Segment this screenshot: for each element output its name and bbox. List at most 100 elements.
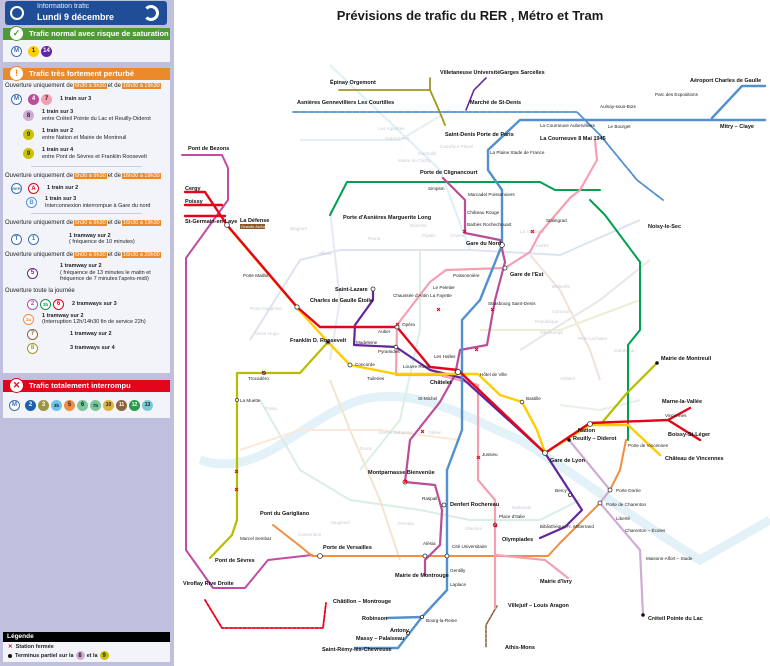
svg-text:Nationale: Nationale xyxy=(512,505,532,510)
legend: Légende ✕Station fermée Terminus partiel… xyxy=(3,632,170,662)
svg-text:Simplon: Simplon xyxy=(428,186,445,191)
svg-text:Franklin D. Roosevelt: Franklin D. Roosevelt xyxy=(290,338,346,344)
svg-text:Jaurès: Jaurès xyxy=(535,243,549,248)
svg-text:Poissy: Poissy xyxy=(185,199,204,205)
svg-text:Gare de Lyon: Gare de Lyon xyxy=(550,458,586,464)
tram-network-icon: T xyxy=(11,233,22,245)
grande-arche-badge xyxy=(240,224,265,229)
svg-text:Asnières Gennevilliers Les Cou: Asnières Gennevilliers Les Courtilles xyxy=(297,100,394,106)
svg-text:Porte de Charenton: Porte de Charenton xyxy=(606,502,647,507)
normal-traffic-section: ✓Trafic normal avec risque de saturation… xyxy=(3,26,170,62)
cross-icon: ✕ xyxy=(9,378,24,393)
svg-text:Antony: Antony xyxy=(390,628,410,634)
svg-text:Rome: Rome xyxy=(368,236,381,241)
warning-icon: ! xyxy=(9,66,24,81)
svg-text:Chaussée d'Antin La Fayette: Chaussée d'Antin La Fayette xyxy=(393,293,452,298)
svg-text:Carrefour Pleyel: Carrefour Pleyel xyxy=(440,144,473,149)
power-icon xyxy=(10,6,24,20)
interrupted-traffic-section: ✕Trafic totalement interrompu M 2 3 3b 5… xyxy=(3,378,170,418)
svg-text:Villejuif – Louis Aragon: Villejuif – Louis Aragon xyxy=(508,603,569,609)
svg-text:Garges Sarcelles: Garges Sarcelles xyxy=(500,70,545,76)
svg-text:Olympiades: Olympiades xyxy=(502,537,533,543)
svg-text:Trocadéro: Trocadéro xyxy=(248,376,269,381)
line-badge-14: 14 xyxy=(41,45,52,57)
svg-text:Châtelet: Châtelet xyxy=(430,380,452,386)
svg-text:Marne-la-Vallée: Marne-la-Vallée xyxy=(662,399,702,405)
svg-text:Odéon: Odéon xyxy=(428,430,442,435)
svg-text:Pont de Sèvres: Pont de Sèvres xyxy=(215,558,255,564)
svg-text:Nation: Nation xyxy=(578,428,596,434)
tram-row-8: 8 3 tramways sur 4 xyxy=(3,341,170,355)
svg-text:Passy: Passy xyxy=(265,406,278,411)
svg-text:Bourg-la-Reine: Bourg-la-Reine xyxy=(426,618,457,623)
svg-text:Porte d'Asnières Marguerite Lo: Porte d'Asnières Marguerite Long xyxy=(343,215,431,221)
tram-badge-3a: 3a xyxy=(23,313,34,325)
svg-text:Mairie de Montrouge: Mairie de Montrouge xyxy=(395,573,449,579)
svg-text:Bastille: Bastille xyxy=(526,396,541,401)
svg-text:Voltaire: Voltaire xyxy=(560,376,576,381)
seine-river xyxy=(198,391,770,566)
svg-text:Vincennes: Vincennes xyxy=(665,413,687,418)
metro-14-line xyxy=(352,287,584,540)
svg-text:Reuilly – Diderot: Reuilly – Diderot xyxy=(573,436,617,442)
svg-text:Madeleine: Madeleine xyxy=(356,340,378,345)
svg-text:Glacière: Glacière xyxy=(465,526,483,531)
line-badge-11: 11 xyxy=(116,399,127,411)
svg-text:La Muette: La Muette xyxy=(240,398,261,403)
svg-text:Sèvres Babylone: Sèvres Babylone xyxy=(378,430,413,435)
metro-row-4-7: M 4 7 1 train sur 3 xyxy=(3,92,170,106)
svg-text:Place d'Italie: Place d'Italie xyxy=(499,514,525,519)
metro-9-line xyxy=(208,340,659,560)
closed-station-icons xyxy=(234,229,535,528)
line-badge-3: 3 xyxy=(38,399,49,411)
tram-row-7: 7 1 tramway sur 2 xyxy=(3,327,170,341)
svg-text:Saint-Lazare: Saint-Lazare xyxy=(335,287,368,293)
svg-text:Auber: Auber xyxy=(378,329,391,334)
all-day-label: Ouverture toute la journée xyxy=(5,288,75,294)
station-labels: Épinay Orgemont Villetaneuse Université … xyxy=(183,70,761,653)
svg-text:Hôtel de Ville: Hôtel de Ville xyxy=(480,372,507,377)
line-badge-9: 9 xyxy=(99,651,109,660)
svg-text:Vaugirard: Vaugirard xyxy=(330,520,350,525)
tram-row-1: T 1 1 tramway sur 2( fréquence de 10 min… xyxy=(3,229,170,249)
svg-text:Garibaldi: Garibaldi xyxy=(418,151,436,156)
legend-title: Légende xyxy=(3,632,170,642)
svg-text:Bibliothèque Fr. Mitterrand: Bibliothèque Fr. Mitterrand xyxy=(540,524,594,529)
tram-row-3a: 3a 1 tramway sur 2(Interruption 12h/14h3… xyxy=(3,311,170,327)
svg-text:Mairie de Clichy: Mairie de Clichy xyxy=(398,158,431,163)
svg-text:Père Lachaise: Père Lachaise xyxy=(578,336,608,341)
station-markers xyxy=(224,222,613,636)
svg-text:Gambetta: Gambetta xyxy=(614,348,635,353)
svg-text:Porte de Clignancourt: Porte de Clignancourt xyxy=(420,170,478,176)
perturbed-traffic-section: !Trafic très fortement perturbé Ouvertur… xyxy=(3,66,170,373)
tram-t3a-line xyxy=(272,439,627,557)
header-subtitle: Information trafic xyxy=(37,3,90,10)
svg-text:Porte Maillot: Porte Maillot xyxy=(243,273,269,278)
svg-text:La Courneuve Aubervilliers: La Courneuve Aubervilliers xyxy=(540,123,596,128)
partial-terminus-markers xyxy=(326,340,659,617)
divider xyxy=(31,166,142,167)
svg-text:Mairie d'Ivry: Mairie d'Ivry xyxy=(540,579,573,585)
line-badge-9: 9 xyxy=(23,129,34,140)
svg-text:Créteil Pointe du Lac: Créteil Pointe du Lac xyxy=(648,616,703,622)
rer-badge-a: A xyxy=(28,183,39,194)
svg-text:Aéroport Charles de Gaulle: Aéroport Charles de Gaulle xyxy=(690,78,761,84)
faded-lines xyxy=(239,64,651,561)
svg-text:Jussieu: Jussieu xyxy=(482,452,498,457)
svg-text:Les Agnettes: Les Agnettes xyxy=(378,126,405,131)
tram-badge-5: 5 xyxy=(27,267,38,279)
svg-text:Charles de Gaulle Étoile: Charles de Gaulle Étoile xyxy=(310,296,373,304)
svg-text:Victor Hugo: Victor Hugo xyxy=(255,331,279,336)
svg-text:Tuileries: Tuileries xyxy=(367,376,385,381)
tram-t1-line xyxy=(292,111,664,201)
svg-text:Pyramides: Pyramides xyxy=(378,349,400,354)
svg-text:Marcel Sembat: Marcel Sembat xyxy=(240,536,272,541)
svg-text:Porte de Vincennes: Porte de Vincennes xyxy=(628,443,669,448)
line-badge-8: 8 xyxy=(23,110,34,121)
svg-text:Saint-Denis Porte de Paris: Saint-Denis Porte de Paris xyxy=(445,132,514,138)
